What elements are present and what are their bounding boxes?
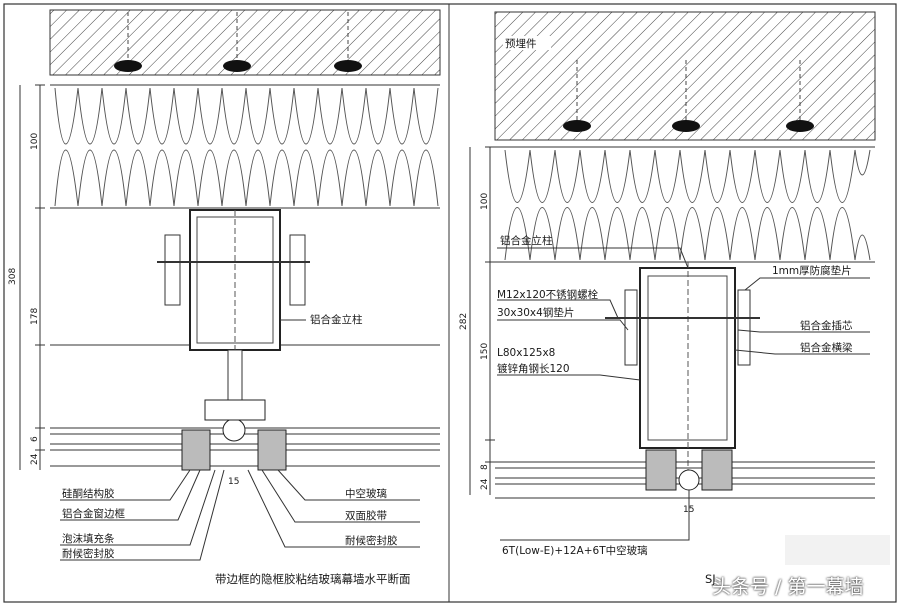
label-foam-rod: 泡沫填充条	[62, 532, 115, 545]
dim-gap-left: 15	[228, 477, 239, 487]
dim-total-left: 308	[8, 268, 18, 285]
label-structural-silicone: 硅酮结构胶	[62, 487, 115, 500]
label-aluminum-sleeve: 铝合金插芯	[800, 319, 853, 332]
insulation-layer-right	[495, 146, 875, 263]
left-dimension-line	[19, 84, 45, 470]
dim-frame-right: 150	[480, 343, 490, 360]
aluminum-mullion	[157, 209, 310, 415]
dim-insulation-right: 100	[480, 193, 490, 210]
label-steel-washer: 30x30x4钢垫片	[497, 306, 574, 319]
watermark: 头条号 / 第一幕墙	[712, 576, 864, 598]
dim-glass-b-right: 24	[480, 478, 490, 490]
insulated-glass	[50, 399, 440, 471]
label-double-tape: 双面胶带	[345, 509, 387, 522]
label-window-frame: 铝合金窗边框	[62, 507, 125, 520]
label-weather-sealant-left: 耐候密封胶	[62, 547, 115, 560]
dim-frame-left: 178	[30, 308, 40, 325]
dim-glass-a-right: 8	[480, 464, 490, 470]
dim-total-right: 282	[459, 313, 469, 330]
label-mullion-right: 铝合金立柱	[500, 234, 553, 247]
anchor-bolts	[114, 12, 362, 72]
label-aluminum-transom: 铝合金横梁	[800, 341, 853, 354]
label-angle-length: 镀锌角钢长120	[497, 362, 570, 375]
label-bolt: M12x120不锈钢螺栓	[497, 288, 599, 301]
dim-insulation-left: 100	[30, 133, 40, 150]
anchor-bolts-right	[563, 60, 814, 132]
label-mullion-left: 铝合金立柱	[310, 313, 363, 326]
insulation-layer	[50, 84, 440, 209]
label-weather-sealant-right: 耐候密封胶	[345, 534, 398, 547]
label-embedded-plate: 预埋件	[505, 38, 537, 50]
left-section-drawing: 308 100 178 6 24 15 铝合金立柱 硅酮结构胶 铝合金窗边框 泡…	[8, 9, 441, 586]
label-glass-spec: 6T(Low-E)+12A+6T中空玻璃	[502, 544, 648, 557]
left-panel-title: 带边框的隐框胶粘结玻璃幕墙水平断面	[215, 572, 411, 586]
dim-glass-b-left: 24	[30, 453, 40, 465]
left-leaders	[60, 319, 420, 561]
right-section-drawing: 预埋件	[459, 11, 876, 586]
aluminum-mullion-right	[605, 262, 760, 470]
label-anticorrosion-pad: 1mm厚防腐垫片	[772, 264, 852, 277]
dim-glass-a-left: 6	[30, 436, 40, 442]
right-leaders	[497, 247, 870, 541]
label-insulated-glass: 中空玻璃	[345, 487, 387, 500]
right-dimension-line	[469, 146, 495, 495]
label-angle-steel: L80x125x8	[497, 347, 555, 359]
insulated-glass-right	[495, 449, 875, 499]
right-panel-title-partial: SJ	[705, 572, 716, 586]
